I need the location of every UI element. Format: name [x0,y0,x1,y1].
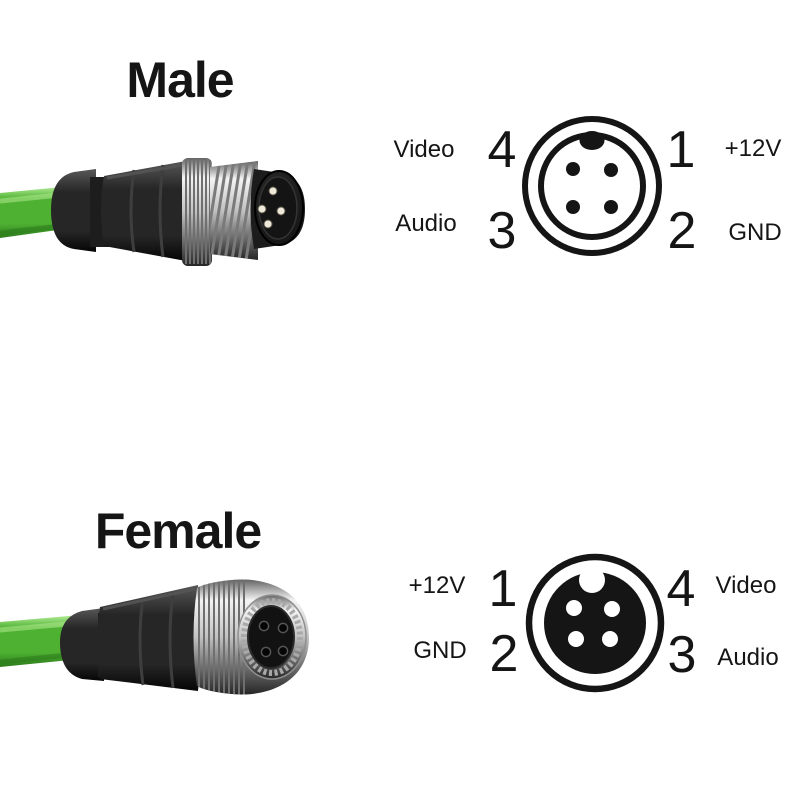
female-pin-socket [277,622,289,634]
pin-dot [566,200,580,214]
male-pin1-function-label: +12V [724,135,782,162]
female-connector-illustration [0,579,309,695]
male-pin4-number: 4 [487,121,517,179]
male-pin-contact [268,186,278,196]
male-pin2-number: 2 [667,202,697,260]
pin-hole-dot [602,631,618,647]
female-pin-socket [277,645,289,657]
male-pin4-function-label: Video [393,136,455,163]
female-socket-face [237,594,307,680]
male-pin-contact [276,206,286,216]
male-title: Male [126,52,234,108]
male-pin1-number: 1 [666,121,696,179]
female-housing [60,585,201,691]
male-coupling-nut [182,158,258,266]
keyway-notch [579,131,605,150]
female-pin2-number: 2 [489,625,519,683]
female-pin-socket [258,620,270,632]
female-pin1-number: 1 [488,560,518,618]
female-pinout-diagram [525,553,665,693]
pin-hole-dot [566,600,582,616]
female-pin3-number: 3 [667,626,697,684]
female-pin1-function-label: +12V [408,572,466,599]
male-contact-face [250,169,305,249]
female-pin4-function-label: Video [715,572,777,599]
pin-hole-dot [604,601,620,617]
female-cable [0,615,80,667]
female-title: Female [94,503,262,559]
pin-dot [604,200,618,214]
female-pin4-number: 4 [666,560,696,618]
male-pinout-diagram [522,116,662,256]
male-pin-contact [263,219,273,229]
male-pin3-function-label: Audio [395,210,457,237]
male-connector-illustration [0,158,305,266]
male-pin3-number: 3 [487,202,517,260]
pin-dot [566,162,580,176]
male-housing [51,161,189,261]
male-pin2-function-label: GND [728,219,782,246]
female-pin3-function-label: Audio [717,644,779,671]
male-pin-contact [257,204,267,214]
keyway-notch [579,567,605,593]
female-pin2-function-label: GND [413,637,467,664]
pin-hole-dot [568,631,584,647]
pin-dot [604,163,618,177]
female-pin-socket [260,646,272,658]
